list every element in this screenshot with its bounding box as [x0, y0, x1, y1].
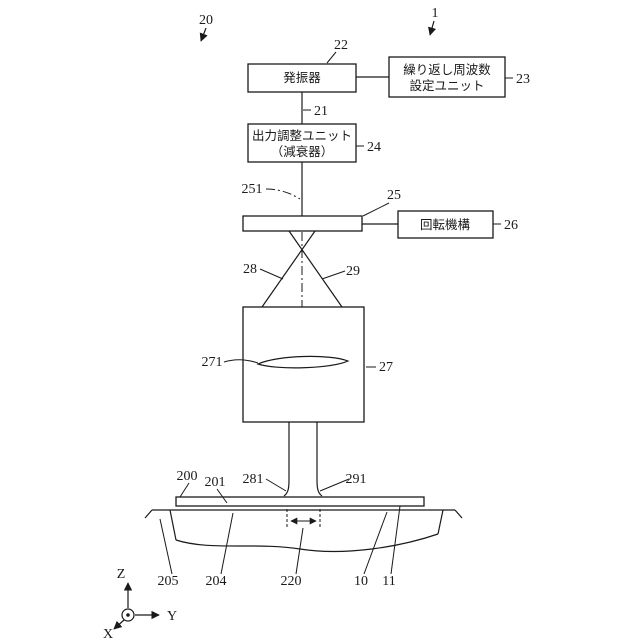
table-left-side	[169, 509, 177, 541]
ref-271-leader	[223, 359, 259, 364]
lens-shape	[256, 355, 350, 369]
x-axis-label: X	[103, 627, 113, 640]
ref-22-label: 22	[334, 38, 348, 53]
oscillator-box	[247, 63, 357, 93]
origin-dot	[126, 613, 130, 617]
ref-10-label: 10	[354, 574, 368, 589]
coordinate-axes: Z Y X	[103, 567, 177, 640]
ref-251-leader	[265, 188, 301, 200]
ref-1-label: 1	[432, 6, 439, 21]
output-adjust-label-line2: （減衰器）	[271, 144, 334, 159]
table-wavy-bottom	[175, 533, 439, 553]
rep-freq-box	[388, 56, 506, 98]
rotation-label: 回転機構	[420, 217, 471, 232]
ref-23-label: 23	[516, 72, 530, 87]
ref-204-label: 204	[206, 574, 227, 589]
workpiece-plate	[175, 496, 425, 507]
ref-25-label: 25	[387, 188, 401, 203]
ref-29-leader	[321, 270, 346, 280]
ref-205-leader	[159, 518, 173, 575]
y-axis-label: Y	[167, 609, 177, 624]
ref-205-label: 205	[158, 574, 179, 589]
mirror-box	[242, 215, 363, 232]
ref-20-arrow	[199, 27, 208, 42]
table-right-bevel	[454, 509, 463, 519]
ref-271-label: 271	[202, 355, 223, 370]
ref-24-label: 24	[367, 140, 381, 155]
ref-11-leader	[390, 505, 401, 575]
ref-10-leader	[363, 511, 388, 575]
ref-251-label: 251	[242, 182, 263, 197]
rep-freq-label-line1: 繰り返し周波数	[403, 62, 491, 77]
output-adjust-box	[247, 123, 357, 163]
ref-21-label: 21	[314, 104, 328, 119]
ref-11-label: 11	[382, 574, 395, 589]
ref-29-label: 29	[346, 264, 360, 279]
ref-20-label: 20	[199, 13, 213, 28]
ref-28-leader	[259, 268, 284, 280]
beam-cross-line-1	[288, 230, 343, 308]
table-right-side	[437, 509, 444, 535]
ref-291-label: 291	[346, 472, 367, 487]
table-left-bevel	[144, 509, 153, 519]
ref-220-leader	[295, 527, 304, 575]
ref-200-label: 200	[177, 469, 198, 484]
ref-22-leader	[326, 51, 337, 64]
rotation-box	[397, 210, 494, 239]
beam-cross-line-2	[261, 230, 316, 308]
ref-281-label: 281	[243, 472, 264, 487]
ref-1-arrow	[428, 20, 437, 36]
ref-281-leader	[265, 478, 287, 492]
ref-25-leader	[362, 202, 390, 217]
ref-204-leader	[220, 512, 234, 575]
z-axis-label: Z	[117, 567, 126, 582]
beam-right	[316, 422, 323, 497]
ref-200-leader	[179, 482, 190, 498]
ref-26-label: 26	[504, 218, 518, 233]
oscillator-label: 発振器	[283, 71, 321, 85]
rep-freq-label-line2: 設定ユニット	[409, 78, 484, 93]
condenser-box	[242, 306, 365, 423]
ref-220-label: 220	[281, 574, 302, 589]
output-adjust-label-line1: 出力調整ユニット	[252, 128, 352, 143]
ref-27-label: 27	[379, 360, 393, 375]
ref-28-label: 28	[243, 262, 257, 277]
ref-291-leader	[319, 478, 350, 492]
ref-201-leader	[216, 488, 228, 504]
beam-left	[283, 422, 290, 497]
ref-201-label: 201	[205, 475, 226, 490]
x-axis-arrow	[113, 619, 125, 630]
origin-circle	[121, 608, 135, 622]
